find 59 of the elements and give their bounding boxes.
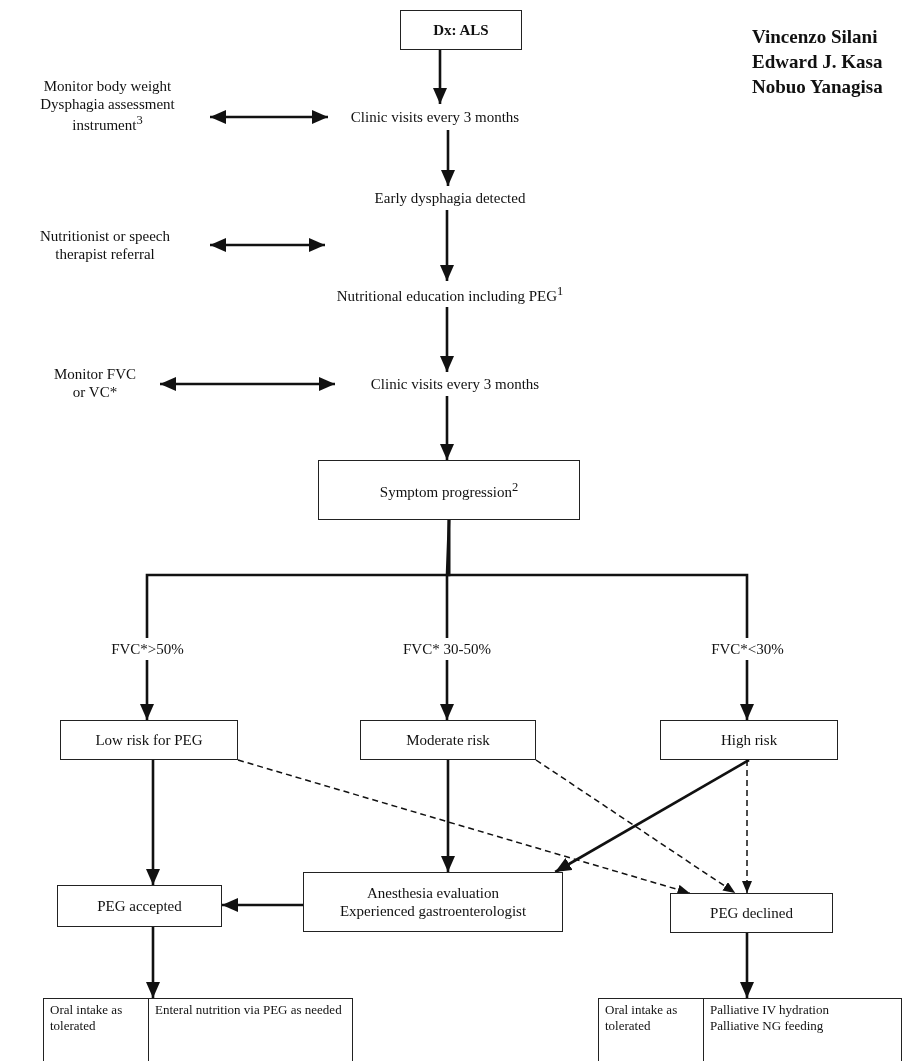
box-label: Symptom progression$^{2}$: [379, 479, 519, 501]
table-box: [598, 998, 902, 1061]
arrow: [146, 927, 160, 998]
arrow: [210, 110, 328, 124]
author-name: Nobuo Yanagisa: [752, 76, 883, 98]
step-text: Dysphagia assessment instrument$^{3}$: [39, 94, 176, 134]
process-box: [670, 893, 833, 933]
dashed-arrow: [742, 759, 752, 894]
box-label: Dx: ALS: [433, 21, 489, 39]
step-text: Early dysphagia detected: [374, 189, 526, 207]
arrow: [210, 238, 325, 252]
arrow: [440, 660, 454, 720]
process-box: [360, 720, 536, 760]
arrow: [140, 660, 154, 720]
process-box: [57, 885, 222, 927]
arrow: [740, 933, 754, 998]
author-name: Edward J. Kasa: [752, 51, 883, 73]
step-text: Monitor FVC or VC*: [52, 365, 138, 401]
step-text: Nutritionist or speech therapist referral: [39, 227, 171, 263]
box-label: High risk: [720, 731, 778, 749]
box-label: Experienced gastroenterologist: [339, 902, 527, 920]
arrow: [433, 50, 447, 104]
arrow: [440, 396, 454, 460]
process-box: [303, 872, 563, 932]
arrow: [222, 898, 303, 912]
cell-text: Palliative IV hydration: [710, 1002, 830, 1018]
step-text: Clinic visits every 3 months: [370, 375, 540, 393]
connector-line: [447, 520, 749, 638]
step-text: Monitor body weight: [43, 76, 172, 95]
step-text: FVC* 30-50%: [403, 640, 491, 658]
box-label: Moderate risk: [406, 731, 490, 749]
arrow: [146, 760, 160, 885]
step-text: Nutritional education including PEG$^{1}$: [336, 283, 564, 305]
cell-text: Oral intake as tolerated: [50, 1002, 124, 1034]
dashed-arrow: [535, 759, 736, 894]
arrow: [440, 210, 454, 281]
cell-text: Oral intake as tolerated: [605, 1002, 679, 1034]
table-box: [43, 998, 353, 1061]
process-box: [60, 720, 238, 760]
author-name: Vincenzo Silani: [752, 26, 878, 48]
process-box: [318, 460, 580, 520]
arrow: [440, 307, 454, 372]
box-label: PEG accepted: [97, 897, 182, 915]
process-box: [660, 720, 838, 760]
arrow: [441, 130, 455, 186]
arrow: [160, 377, 335, 391]
step-text: Clinic visits every 3 months: [350, 108, 520, 126]
arrow: [740, 660, 754, 720]
dashed-arrow: [237, 759, 691, 895]
arrow: [554, 758, 750, 874]
box-label: Anesthesia evaluation: [366, 884, 499, 902]
box-label: PEG declined: [710, 904, 793, 922]
cell-text: Palliative NG feeding: [710, 1017, 825, 1034]
box-label: Low risk for PEG: [95, 731, 203, 749]
arrow: [441, 760, 455, 872]
cell-text: Enteral nutrition via PEG as needed: [155, 1002, 343, 1018]
process-box: [400, 10, 522, 50]
step-text: FVC*<30%: [711, 640, 784, 658]
step-text: FVC*>50%: [111, 640, 184, 658]
